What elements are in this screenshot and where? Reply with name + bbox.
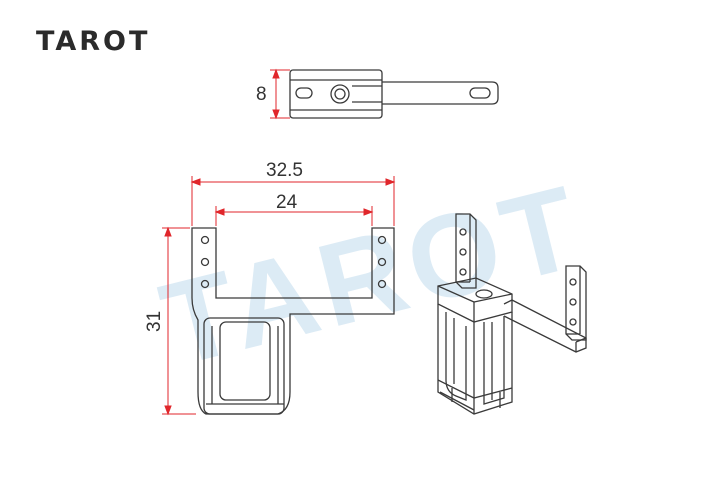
dimension-inner-width <box>214 206 374 226</box>
dimension-overall-width-label: 32.5 <box>266 160 303 181</box>
dimension-height <box>270 68 290 120</box>
dimension-overall-height-label: 31 <box>144 311 165 332</box>
top-view-hole <box>330 84 350 104</box>
front-view-window <box>219 321 271 401</box>
top-view-block <box>289 69 383 119</box>
isometric-view <box>437 213 587 415</box>
dimension-inner-width-label: 24 <box>276 192 298 213</box>
top-view-arm <box>382 81 499 105</box>
top-view <box>289 69 499 119</box>
front-view <box>191 227 395 415</box>
dimension-overall-width <box>190 176 396 226</box>
iso-hole <box>475 289 493 299</box>
front-view-outline <box>191 227 395 415</box>
tarot-logo: TAROT <box>36 26 151 57</box>
dimension-height-label: 8 <box>256 84 267 105</box>
iso-arm <box>503 299 587 353</box>
dimension-overall-height <box>162 226 196 416</box>
